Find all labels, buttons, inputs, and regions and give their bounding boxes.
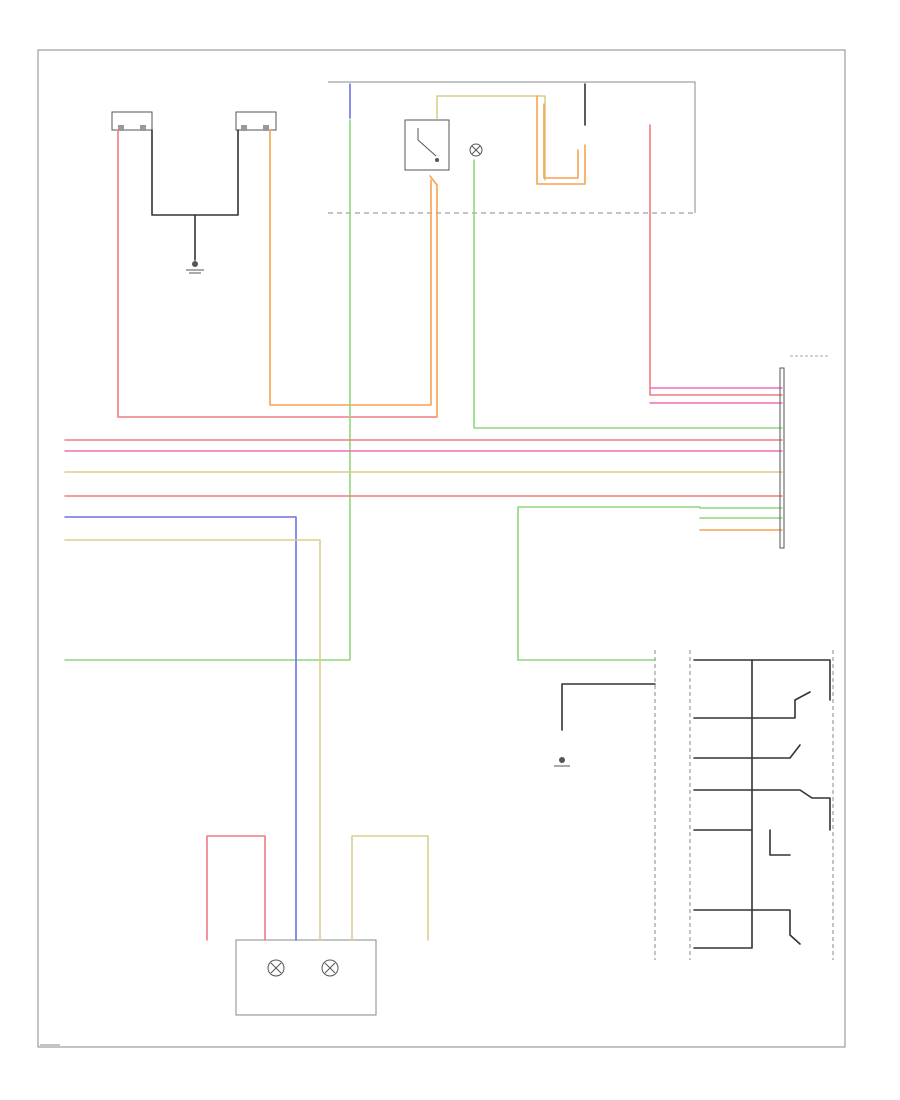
green-wire-main — [64, 119, 351, 661]
fuse-box-outline — [328, 81, 696, 213]
switch-icon — [404, 119, 450, 171]
diagram-frame — [37, 49, 846, 1048]
orange-wire-top-loop-2 — [543, 103, 579, 179]
black-wire-upper-left — [151, 129, 239, 216]
yellow-wire-bottom-right — [351, 835, 429, 941]
red-wire-fuse-right — [649, 124, 783, 396]
lamp-icon — [469, 143, 483, 157]
green-wire-module — [517, 506, 701, 661]
black-wire-ground-lower — [561, 683, 656, 731]
control-module-lower-right — [654, 650, 834, 960]
orange-wire-relay — [429, 175, 438, 418]
connector-left-upper — [111, 111, 153, 131]
bus-blue — [64, 516, 297, 871]
ground-icon — [186, 261, 204, 274]
headlight-housing — [235, 939, 377, 1016]
ground-icon — [554, 757, 570, 767]
green-wire-right — [473, 159, 783, 429]
connector-right-upper — [235, 111, 277, 131]
red-wire-bottom-left — [206, 835, 266, 941]
orange-wire-top-loop — [536, 95, 586, 185]
red-wire-left — [117, 129, 438, 418]
yellow-wire-top — [436, 95, 546, 181]
harness-connector-right — [779, 367, 785, 549]
headlight-icon — [267, 959, 285, 977]
headlight-icon — [321, 959, 339, 977]
bus-yellow-2 — [64, 539, 321, 881]
